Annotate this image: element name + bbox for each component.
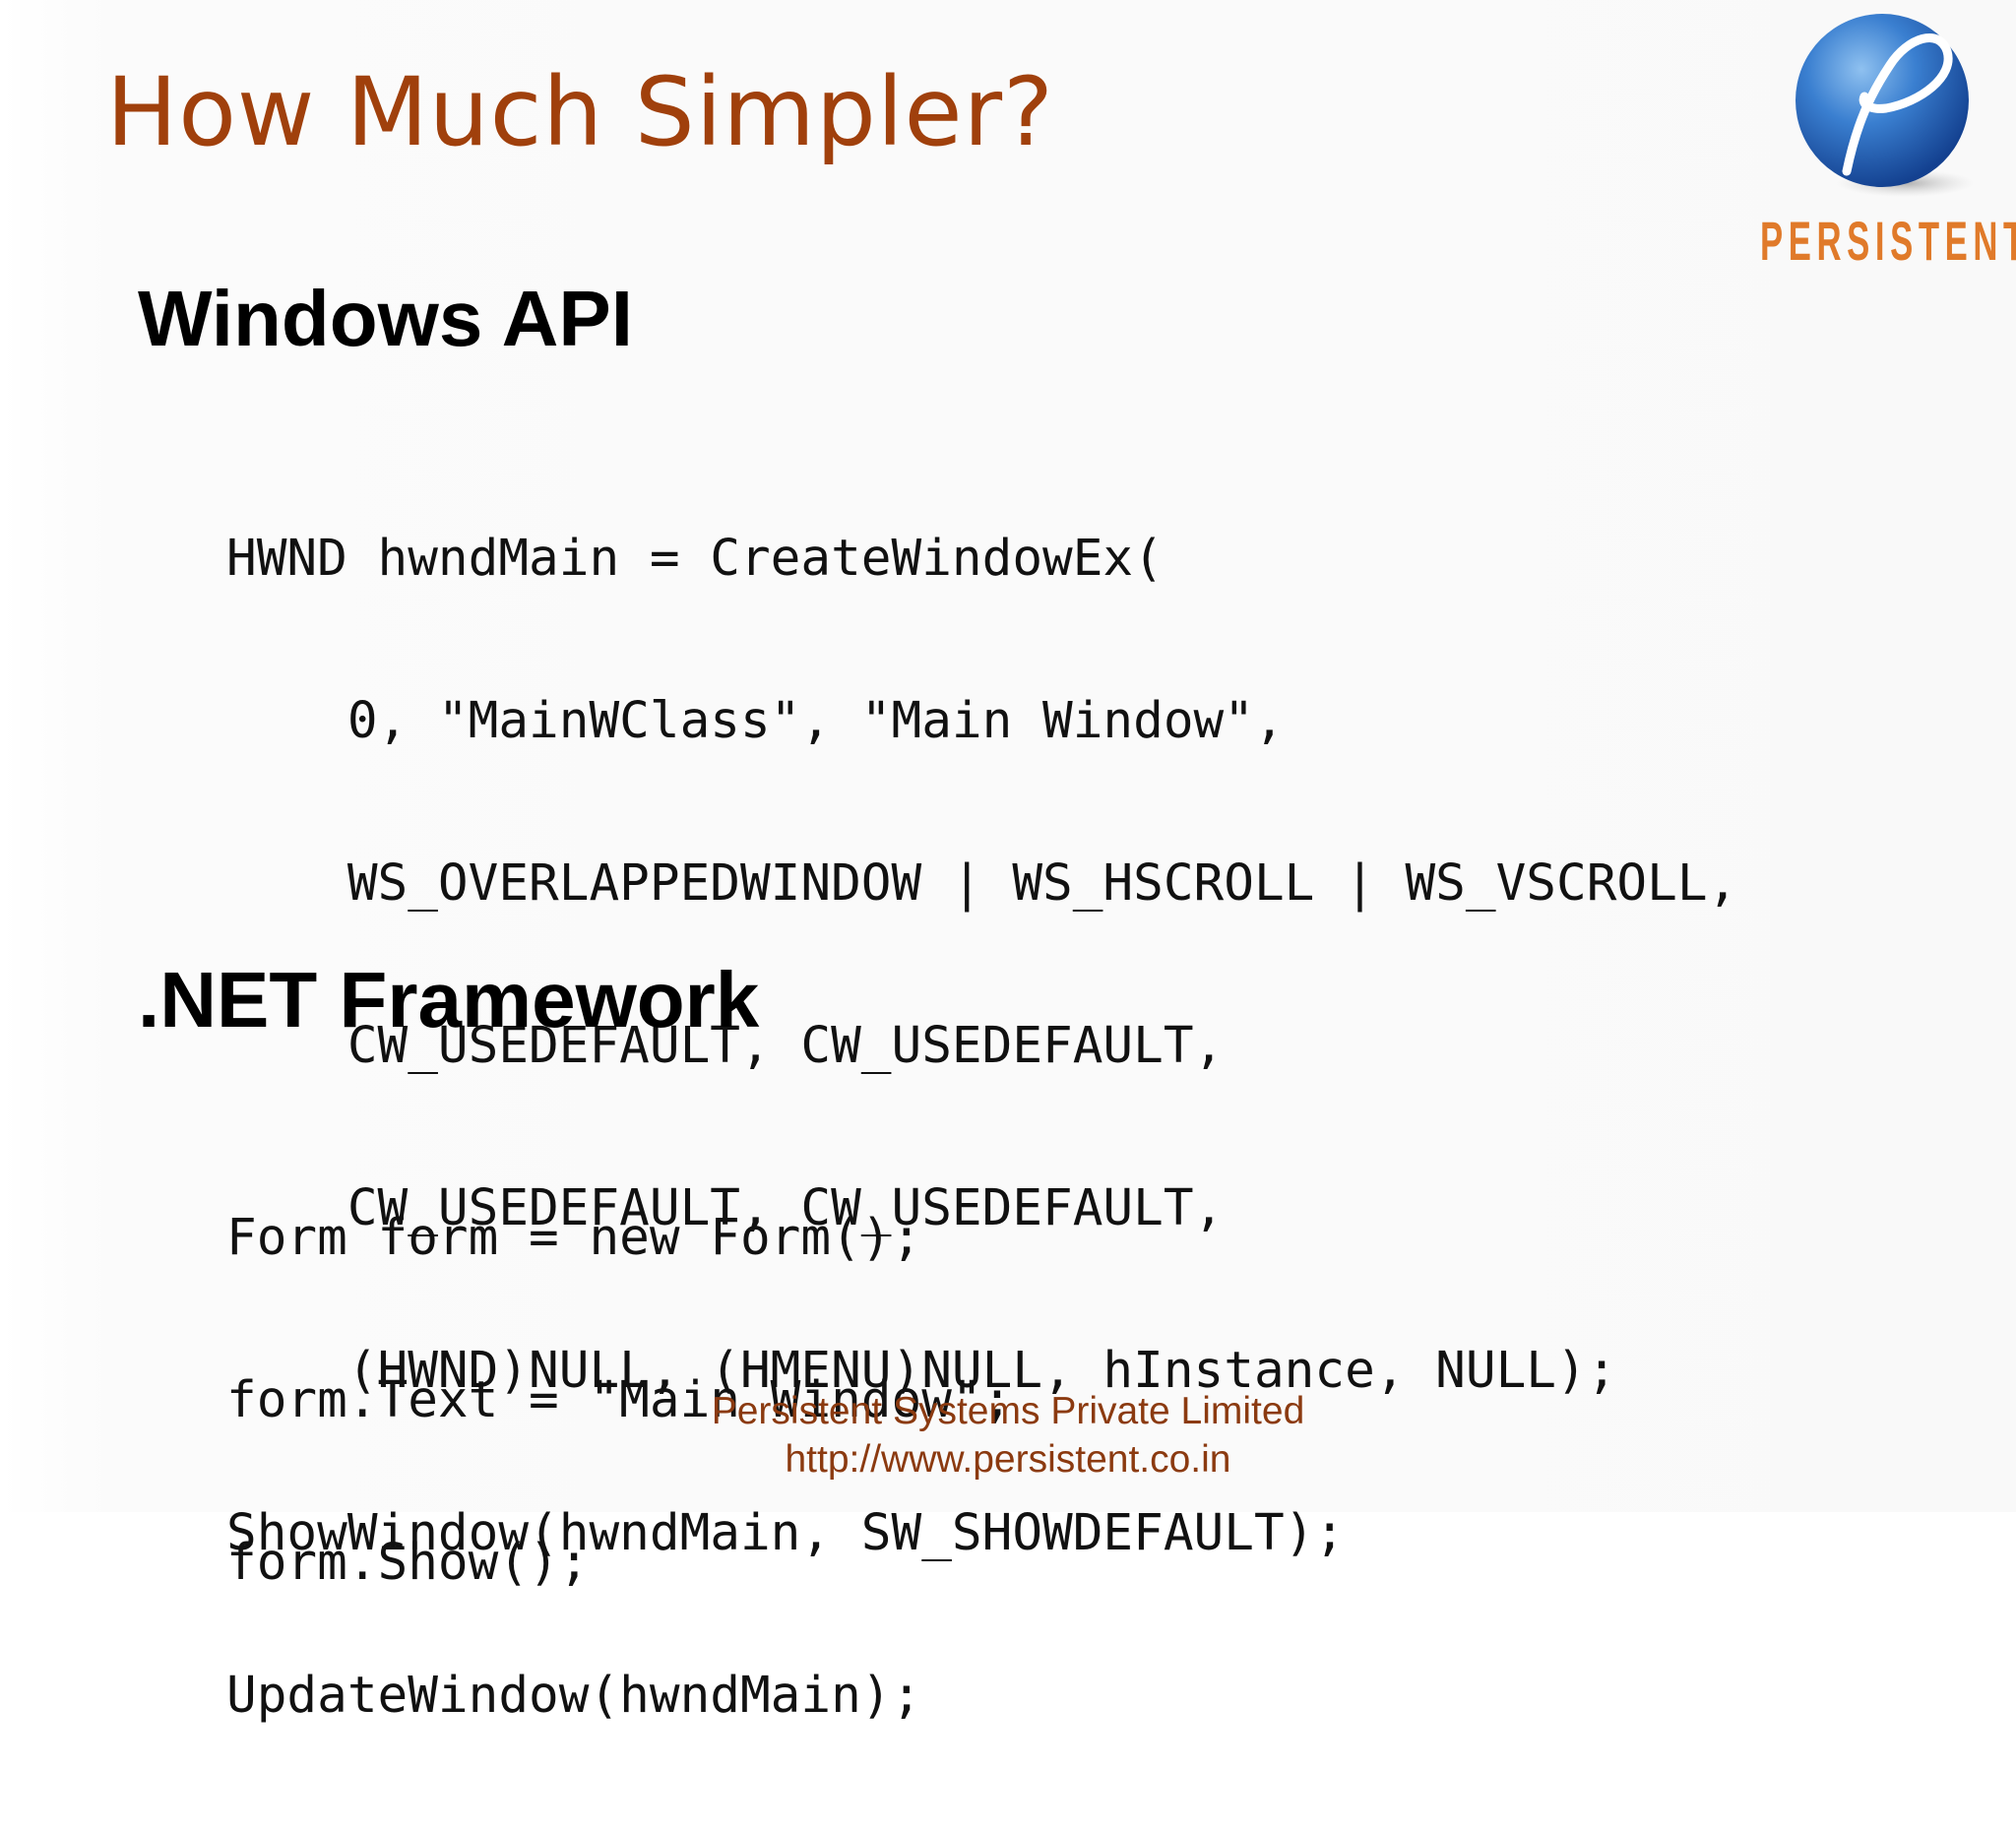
footer-url-link[interactable]: http://www.persistent.co.in xyxy=(785,1438,1231,1481)
code-line: CW_USEDEFAULT, CW_USEDEFAULT, xyxy=(226,1017,1225,1075)
persistent-logo: PERSISTENT xyxy=(1752,0,2016,285)
slide-title: How Much Simpler? xyxy=(106,57,1054,167)
section-heading-dotnet-framework: .NET Framework xyxy=(138,956,760,1043)
code-line: Form form = new Form(); xyxy=(226,1209,922,1267)
persistent-globe-icon xyxy=(1796,14,1974,197)
logo-wordmark: PERSISTENT xyxy=(1760,210,2016,272)
code-line: form.Show(); xyxy=(226,1534,590,1592)
footer-company-name: Persistent Systems Private Limited xyxy=(711,1390,1305,1432)
code-line: HWND hwndMain = CreateWindowEx( xyxy=(226,530,1164,588)
code-line: (HWND)NULL, (HMENU)NULL, hInstance, NULL… xyxy=(226,1342,1617,1400)
code-line: 0, "MainWClass", "Main Window", xyxy=(226,692,1285,750)
section-heading-windows-api: Windows API xyxy=(138,275,633,362)
slide: How Much Simpler? PERSISTENT Windows API… xyxy=(0,0,2016,1723)
code-line: CW_USEDEFAULT, CW_USEDEFAULT, xyxy=(226,1179,1225,1237)
code-line: WS_OVERLAPPEDWINDOW | WS_HSCROLL | WS_VS… xyxy=(226,854,1738,913)
code-line: form.Text = "Main Window"; xyxy=(226,1371,1013,1429)
